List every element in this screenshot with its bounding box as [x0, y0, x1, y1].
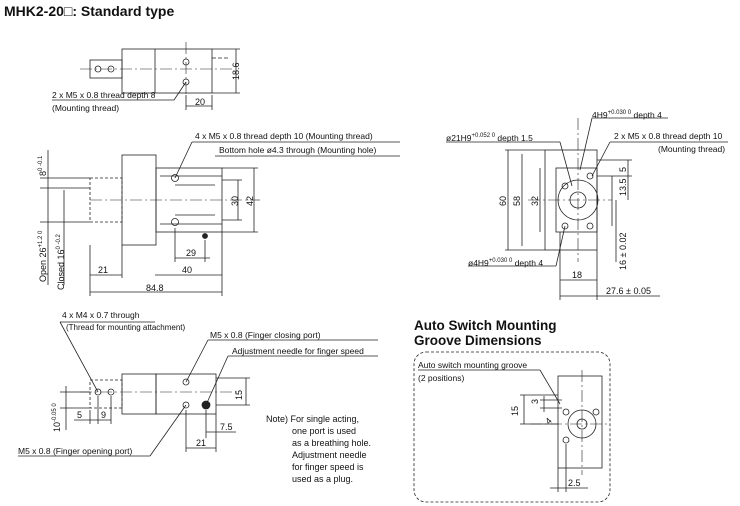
side-dim-32: 32: [530, 195, 540, 206]
bottom-dim-75: 7.5: [220, 422, 233, 432]
side-dia4-callout: ø4H9+0.030 0 depth 4: [468, 258, 544, 268]
side-dim-135: 13.5: [618, 178, 628, 196]
top-view-outline: [52, 42, 240, 110]
auto-switch-detail: [413, 351, 611, 503]
note-line: Adjustment needle: [292, 450, 367, 460]
note-line: Note) For single acting,: [266, 414, 360, 424]
side-dim-16: 16 ± 0.02: [618, 232, 628, 270]
auto-switch-heading: Auto Switch Mounting Groove Dimensions: [414, 318, 556, 348]
auto-switch-groove-callout: Auto switch mounting groove: [418, 360, 528, 370]
auto-switch-dim-3: 3: [530, 398, 540, 404]
top-dim-width: 20: [195, 97, 206, 107]
front-dim-open: Open 26+1.2 0: [38, 230, 48, 282]
side-thread-callout-sub: (Mounting thread): [658, 144, 726, 154]
auto-switch-dim-25: 2.5: [568, 478, 581, 488]
auto-switch-heading-line2: Groove Dimensions: [414, 333, 542, 348]
side-hole4-callout: 4H9+0.030 0 depth 4: [592, 110, 662, 120]
side-dim-60: 60: [498, 195, 508, 206]
front-dim-21: 21: [98, 265, 109, 275]
bottom-closing-port-callout: M5 x 0.8 (Finger closing port): [210, 330, 321, 340]
side-dia21-callout: ø21H9+0.052 0 depth 1.5: [446, 133, 533, 143]
auto-switch-heading-line1: Auto Switch Mounting: [414, 318, 557, 333]
bottom-dim-9: 9: [101, 410, 107, 420]
bottom-dim-15: 15: [234, 389, 244, 400]
auto-switch-dim-15: 15: [510, 405, 520, 416]
top-thread-callout: 2 x M5 x 0.8 thread depth 8: [52, 90, 156, 100]
top-thread-callout-sub: (Mounting thread): [52, 103, 120, 113]
bottom-m4-callout-sub: (Thread for mounting attachment): [66, 323, 186, 332]
auto-switch-groove-callout-sub: (2 positions): [418, 373, 465, 383]
page-title: MHK2-20□: Standard type: [4, 3, 175, 19]
side-dim-58: 58: [512, 195, 522, 206]
front-view-outline: [40, 141, 400, 296]
note-line: one port is used: [292, 426, 357, 436]
bottom-view-outline: [18, 321, 378, 457]
side-view-outline: [446, 117, 728, 300]
front-dim-42: 42: [245, 195, 255, 206]
front-dim-8: 80 -0.1: [38, 155, 48, 176]
bottom-dim-10: 10-0.05 0: [52, 403, 62, 432]
bottom-dim-21: 21: [196, 438, 207, 448]
note-text: Note) For single acting, one port is use…: [266, 413, 371, 485]
front-dim-848: 84.8: [146, 283, 164, 293]
bottom-dim-5: 5: [77, 410, 83, 420]
front-dim-29: 29: [186, 248, 197, 258]
side-dim-276: 27.6 ± 0.05: [606, 286, 651, 296]
front-callout-top-sub: Bottom hole ø4.3 through (Mounting hole): [219, 145, 377, 155]
note-line: as a breathing hole.: [292, 438, 372, 448]
note-line: for finger speed is: [292, 462, 364, 472]
bottom-opening-port-callout: M5 x 0.8 (Finger opening port): [18, 446, 133, 456]
front-dim-40: 40: [182, 265, 193, 275]
top-dim-height: 18.6: [231, 62, 241, 80]
front-dim-30: 30: [230, 195, 240, 206]
front-callout-top: 4 x M5 x 0.8 thread depth 10 (Mounting t…: [195, 131, 373, 141]
side-dim-18: 18: [572, 270, 583, 280]
note-line: used as a plug.: [292, 474, 354, 484]
front-dim-closed: Closed 160 -0.2: [56, 234, 66, 290]
bottom-needle-callout: Adjustment needle for finger speed: [232, 346, 364, 356]
bottom-m4-callout: 4 x M4 x 0.7 through: [62, 310, 140, 320]
side-thread-callout: 2 x M5 x 0.8 thread depth 10: [614, 131, 723, 141]
side-dim-5: 5: [618, 166, 628, 172]
